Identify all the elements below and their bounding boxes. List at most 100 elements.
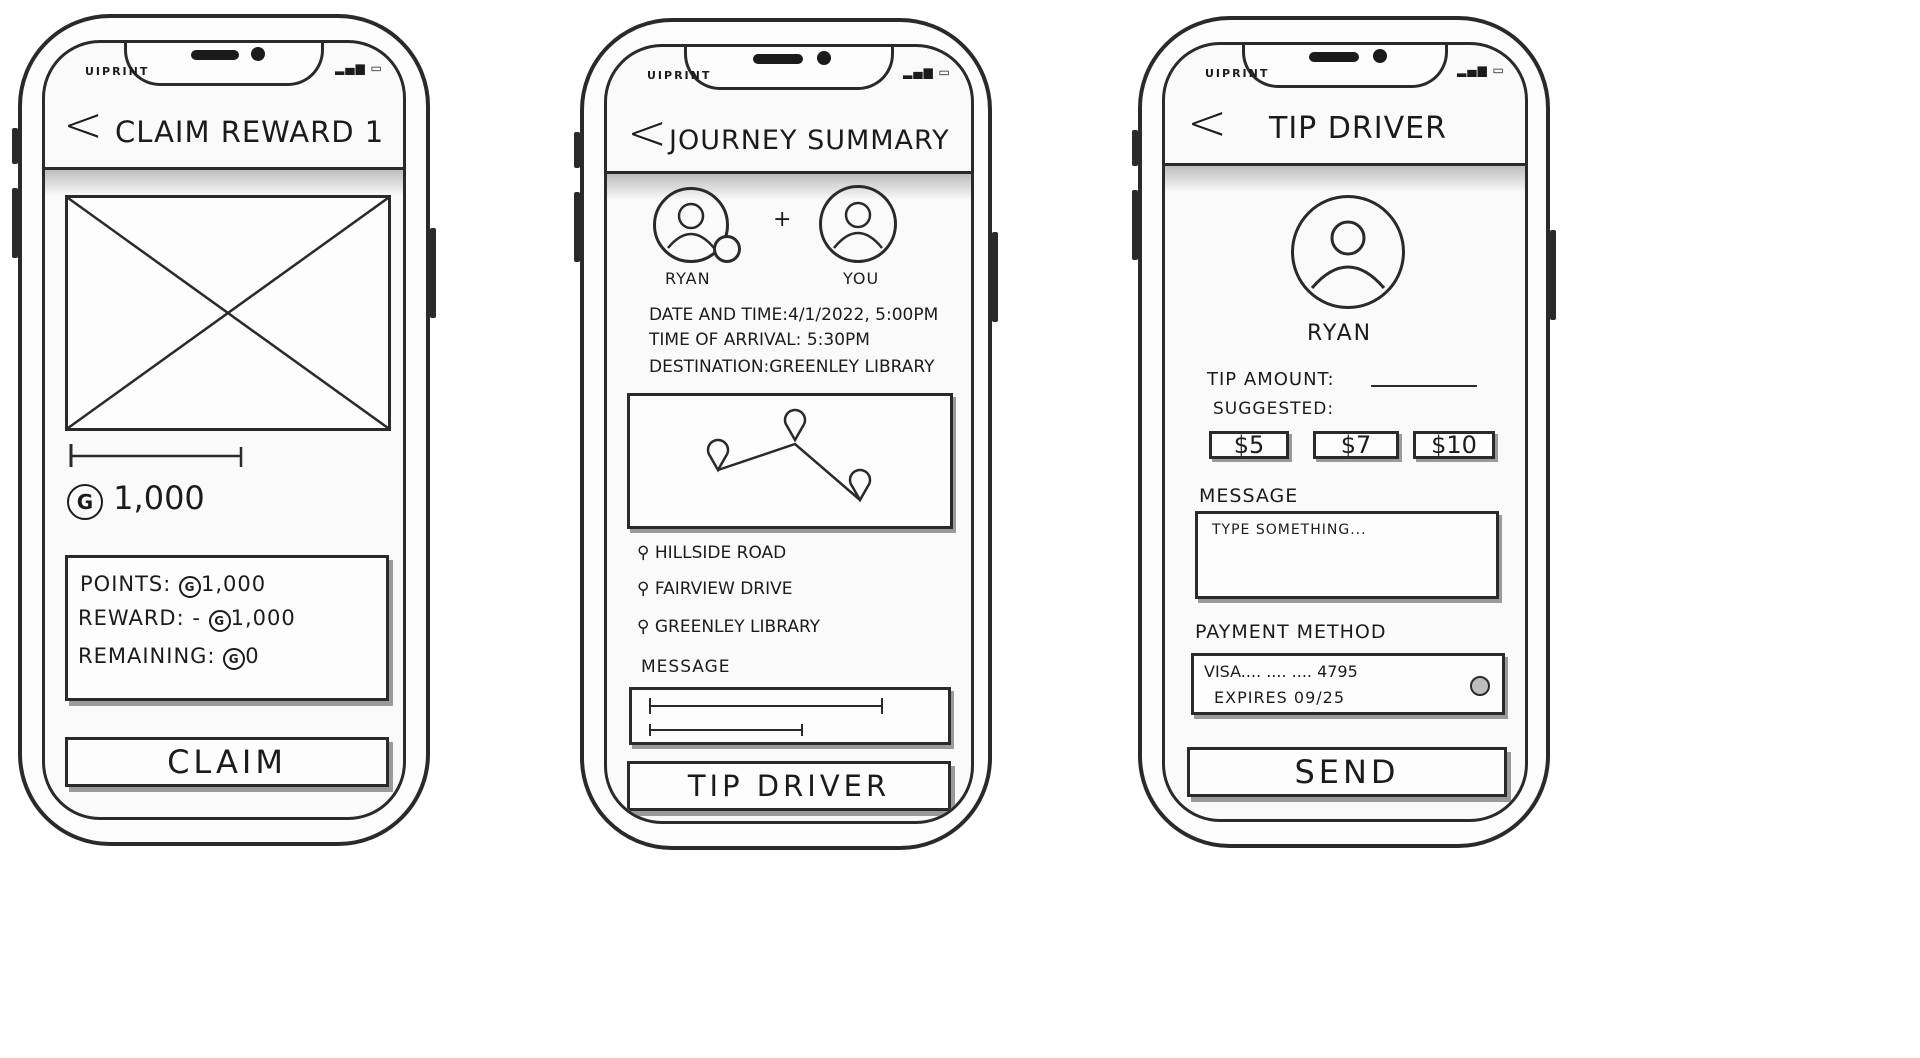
back-chevron-icon[interactable]: < (63, 97, 104, 153)
driver-avatar[interactable] (1291, 195, 1405, 309)
page-title: TIP DRIVER (1269, 111, 1447, 146)
speaker (1309, 52, 1359, 62)
screen-claim-reward: UIPRINT ▂▄▆ ▭ < CLAIM REWARD 1 G 1,000 P… (42, 40, 406, 820)
route-map[interactable] (627, 393, 953, 529)
map-pin-icon (706, 438, 730, 473)
coin-icon: G (179, 576, 202, 598)
map-pin-icon: ⚲ (637, 617, 650, 637)
header: < CLAIM REWARD 1 (45, 43, 403, 170)
datetime-value: 4/1/2022, 5:00PM (788, 305, 939, 325)
tip-driver-button[interactable]: TIP DRIVER (627, 761, 951, 811)
datetime-label: DATE AND TIME: (649, 305, 789, 325)
camera (251, 47, 265, 61)
arrival-value: 5:30PM (806, 330, 870, 350)
radio-icon[interactable] (1470, 676, 1490, 696)
stop-item: ⚲ GREENLEY LIBRARY (637, 617, 820, 637)
page-title: JOURNEY SUMMARY (669, 125, 950, 156)
payment-label: PAYMENT METHOD (1195, 621, 1387, 643)
header-shadow (45, 170, 403, 196)
camera (817, 51, 831, 65)
coin-icon: G (67, 484, 103, 520)
back-chevron-icon[interactable]: < (627, 105, 668, 161)
brand-label: UIPRINT (1205, 67, 1270, 80)
remaining-label: REMAINING: (78, 644, 216, 668)
tip-amount-label: TIP AMOUNT: (1207, 369, 1335, 390)
reward-cost: G 1,000 (67, 479, 205, 520)
camera (1373, 49, 1387, 63)
plus-sign: + (773, 207, 792, 232)
card-number: VISA.... .... .... 4795 (1204, 662, 1358, 681)
stop-item: ⚲ FAIRVIEW DRIVE (637, 579, 793, 599)
side-button (1132, 130, 1138, 166)
payment-card[interactable]: VISA.... .... .... 4795 EXPIRES 09/25 (1191, 653, 1505, 715)
tip-amount-input[interactable] (1371, 385, 1477, 387)
side-button (574, 132, 580, 168)
avatar-icon (1310, 220, 1386, 289)
tip-option-7[interactable]: $7 (1313, 431, 1399, 459)
status-icons: ▂▄▆ ▭ (1457, 63, 1505, 77)
brand-label: UIPRINT (647, 69, 712, 82)
suggested-label: SUGGESTED: (1213, 399, 1335, 419)
card-expiry: EXPIRES 09/25 (1214, 688, 1346, 707)
reward-label: REWARD: - (78, 606, 201, 630)
stop-item: ⚲ HILLSIDE ROAD (637, 543, 786, 563)
driver-name: RYAN (665, 269, 711, 288)
header: < TIP DRIVER (1165, 45, 1525, 166)
status-icons: ▂▄▆ ▭ (903, 65, 951, 79)
side-button (574, 192, 580, 262)
reward-amount: 1,000 (113, 479, 205, 517)
map-pin-icon: ⚲ (637, 543, 650, 563)
stop-label: FAIRVIEW DRIVE (654, 579, 793, 599)
side-button (1550, 230, 1556, 320)
message-input[interactable]: TYPE SOMETHING... (1195, 511, 1499, 599)
message-label: MESSAGE (641, 657, 731, 677)
status-icons: ▂▄▆ ▭ (335, 61, 383, 75)
points-label: POINTS: (80, 572, 172, 596)
side-button (1132, 190, 1138, 260)
destination-label: DESTINATION: (649, 357, 770, 377)
driver-name: RYAN (1307, 321, 1373, 346)
speaker (191, 50, 239, 60)
brand-label: UIPRINT (85, 65, 150, 78)
phone-claim-reward: UIPRINT ▂▄▆ ▭ < CLAIM REWARD 1 G 1,000 P… (12, 14, 436, 846)
message-text-lines (649, 698, 883, 736)
destination-row: DESTINATION:GREENLEY LIBRARY (649, 357, 934, 377)
side-button (12, 188, 18, 258)
driver-avatar[interactable] (653, 187, 729, 263)
screen-tip-driver: UIPRINT ▂▄▆ ▭ < TIP DRIVER RYAN TIP AMOU… (1162, 42, 1528, 822)
message-box[interactable] (629, 687, 951, 745)
stop-label: HILLSIDE ROAD (654, 543, 787, 563)
message-placeholder: TYPE SOMETHING... (1212, 522, 1367, 538)
coin-icon: G (208, 610, 231, 632)
screen-journey-summary: UIPRINT ▂▄▆ ▭ < JOURNEY SUMMARY + RYAN Y… (604, 44, 974, 824)
map-pin-icon: ⚲ (637, 579, 650, 599)
side-button (430, 228, 436, 318)
header: < JOURNEY SUMMARY (607, 47, 971, 174)
side-button (12, 128, 18, 164)
header-shadow (1165, 166, 1525, 192)
points-value: 1,000 (201, 572, 267, 596)
image-placeholder-icon (65, 195, 391, 431)
back-chevron-icon[interactable]: < (1187, 95, 1228, 151)
driver-badge-icon (713, 235, 741, 263)
map-pin-icon (783, 408, 807, 443)
coin-icon: G (223, 648, 246, 670)
you-avatar[interactable] (819, 185, 897, 263)
notch (1242, 45, 1448, 88)
tip-option-10[interactable]: $10 (1413, 431, 1495, 459)
speaker (753, 54, 803, 64)
tip-option-5[interactable]: $5 (1209, 431, 1289, 459)
send-button[interactable]: SEND (1187, 747, 1507, 797)
you-label: YOU (843, 269, 880, 288)
datetime-row: DATE AND TIME:4/1/2022, 5:00PM (649, 305, 938, 325)
stop-label: GREENLEY LIBRARY (654, 617, 821, 637)
phone-tip-driver: UIPRINT ▂▄▆ ▭ < TIP DRIVER RYAN TIP AMOU… (1132, 16, 1556, 848)
progress-slider[interactable] (65, 441, 255, 471)
claim-button[interactable]: CLAIM (65, 737, 389, 787)
map-pin-icon (848, 468, 872, 503)
notch (124, 43, 324, 86)
